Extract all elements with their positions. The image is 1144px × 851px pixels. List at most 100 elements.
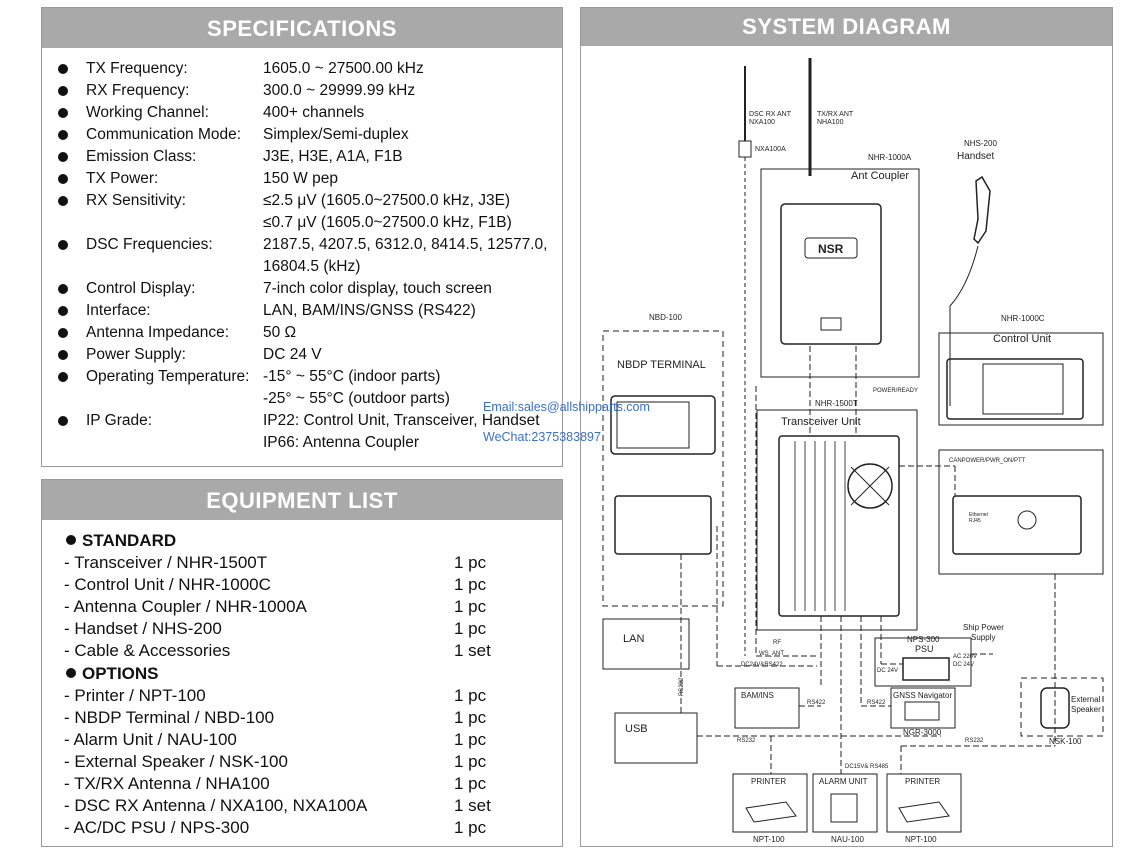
bullet-icon xyxy=(58,372,68,382)
equipment-item-qty: 1 pc xyxy=(454,597,487,617)
lbl-rf: RF xyxy=(773,640,781,646)
usb-box xyxy=(614,712,698,764)
control-unit-enclosure xyxy=(938,332,1104,426)
lbl-rj45: RJ45 xyxy=(969,518,981,524)
spec-value: 7-inch color display, touch screen xyxy=(263,280,492,297)
lbl-nsr: NSR xyxy=(818,242,844,256)
nbdp-enclosure xyxy=(602,330,724,607)
standard-title-text: STANDARD xyxy=(82,531,177,550)
spec-row: DSC Frequencies:2187.5, 4207.5, 6312.0, … xyxy=(56,234,562,278)
spec-value: LAN, BAM/INS/GNSS (RS422) xyxy=(263,302,476,319)
lbl-power-ready: POWER/READY xyxy=(873,388,918,394)
spec-row: Power Supply:DC 24 V xyxy=(56,344,562,366)
spec-row: Operating Temperature:-15° ~ 55°C (indoo… xyxy=(56,366,562,410)
lbl-trx-model: NHR-1500T xyxy=(815,399,858,408)
options-section-title: OPTIONS xyxy=(64,663,562,685)
printer-2-icon xyxy=(898,801,950,823)
spec-value: 16804.5 (kHz) xyxy=(263,258,361,275)
junction-box xyxy=(952,495,1082,555)
equipment-item-qty: 1 pc xyxy=(454,729,487,749)
spec-value: 50 Ω xyxy=(263,324,297,341)
connector-icon xyxy=(1017,510,1037,530)
lbl-trx-name: Transceiver Unit xyxy=(781,416,861,428)
equipment-item-qty: 1 pc xyxy=(454,774,487,794)
lbl-gnss: GNSS Navigator xyxy=(893,691,952,700)
connection-lines xyxy=(680,346,1056,774)
spec-value: IP22: Control Unit, Transceiver, Handset xyxy=(263,412,540,429)
lbl-ngr: NGR-3000 xyxy=(903,728,942,737)
system-diagram-title: SYSTEM DIAGRAM xyxy=(581,8,1112,46)
bullet-icon xyxy=(58,174,68,184)
lbl-handset-model: NHS-200 xyxy=(964,139,997,148)
lbl-ws-ant: WS_ANT xyxy=(759,651,784,657)
equipment-item: - Antenna Coupler / NHR-1000A 1 pc xyxy=(64,596,562,618)
lbl-psu: PSU xyxy=(915,644,934,654)
spec-label: Working Channel: xyxy=(86,104,209,121)
lbl-nbdp: NBDP TERMINAL xyxy=(617,359,706,371)
equipment-item-qty: 1 pc xyxy=(454,553,487,573)
spec-value: 2187.5, 4207.5, 6312.0, 8414.5, 12577.0, xyxy=(263,236,548,253)
spec-label: TX Power: xyxy=(86,170,159,187)
handset-icon xyxy=(973,175,991,245)
equipment-list-panel: EQUIPMENT LIST STANDARD - Transceiver / … xyxy=(41,479,563,847)
lbl-nsk: NSK-100 xyxy=(1049,737,1082,746)
system-diagram-panel: SYSTEM DIAGRAM xyxy=(580,7,1113,847)
lbl-handset-name: Handset xyxy=(957,151,994,162)
options-title-text: OPTIONS xyxy=(82,663,159,683)
spec-value: 150 W pep xyxy=(263,170,338,187)
lbl-txrx-ant: TX/RX ANT xyxy=(817,111,854,118)
lbl-rs232-b: RS232 xyxy=(965,738,984,744)
lbl-ext-speaker-2: Speaker xyxy=(1071,705,1101,714)
lbl-control-model: NHR-1000C xyxy=(1001,314,1045,323)
lbl-nbd-model: NBD-100 xyxy=(649,313,682,322)
lbl-coupler-model: NHR-1000A xyxy=(868,153,912,162)
lbl-dc-rs485: DC15V& RS485 xyxy=(845,764,889,770)
lbl-ship-power-2: Supply xyxy=(971,633,995,642)
spec-value: 1605.0 ~ 27500.00 kHz xyxy=(263,60,424,77)
nbdp-junction-box xyxy=(614,495,712,555)
spec-row: TX Power: 150 W pep xyxy=(56,168,562,190)
lbl-usb: USB xyxy=(625,723,648,735)
lbl-printer-1: PRINTER xyxy=(751,777,786,786)
bullet-icon xyxy=(58,130,68,140)
bullet-icon xyxy=(66,667,76,678)
spec-row: TX Frequency:1605.0 ~ 27500.00 kHz xyxy=(56,58,562,80)
spec-label: RX Frequency: xyxy=(86,82,190,99)
spec-label: Antenna Impedance: xyxy=(86,324,230,341)
spec-value: 400+ channels xyxy=(263,104,365,121)
bam-ins-box xyxy=(734,687,800,729)
spec-row: RX Frequency: 300.0 ~ 29999.99 kHz xyxy=(56,80,562,102)
bullet-icon xyxy=(58,416,68,426)
lbl-dc-rs422: DC24V&RS422 xyxy=(741,662,783,668)
equipment-item-name: - Alarm Unit / NAU-100 xyxy=(64,729,237,749)
equipment-list-title: EQUIPMENT LIST xyxy=(42,480,562,520)
bullet-icon xyxy=(58,64,68,74)
spec-value: J3E, H3E, A1A, F1B xyxy=(263,148,403,165)
spec-value: Simplex/Semi-duplex xyxy=(263,126,409,143)
lbl-rs422-b: RS422 xyxy=(867,700,886,706)
bullet-icon xyxy=(58,152,68,162)
lbl-txrx-ant-model: NHA100 xyxy=(817,119,844,126)
equipment-item-name: - Antenna Coupler / NHR-1000A xyxy=(64,597,307,617)
lbl-nps-model: NPS-300 xyxy=(907,635,940,644)
spec-label: Power Supply: xyxy=(86,346,186,363)
nbdp-terminal xyxy=(610,395,716,455)
equipment-item-qty: 1 pc xyxy=(454,685,487,705)
lbl-npt-2: NPT-100 xyxy=(905,835,937,844)
spec-value: 300.0 ~ 29999.99 kHz xyxy=(263,82,416,99)
lbl-ac220: AC 220V xyxy=(953,654,977,660)
system-diagram: DSC RX ANT NXA100 NXA100A TX/RX ANT NHA1… xyxy=(602,58,1104,844)
lbl-dsc-ant-model: NXA100 xyxy=(749,119,775,126)
equipment-item-name: - Control Unit / NHR-1000C xyxy=(64,575,271,595)
equipment-item-name: - DSC RX Antenna / NXA100, NXA100A xyxy=(64,796,368,816)
equipment-item: - Alarm Unit / NAU-100 1 pc xyxy=(64,729,562,751)
lbl-ext-speaker-1: External xyxy=(1071,695,1101,704)
spec-value: -25° ~ 55°C (outdoor parts) xyxy=(263,390,450,407)
